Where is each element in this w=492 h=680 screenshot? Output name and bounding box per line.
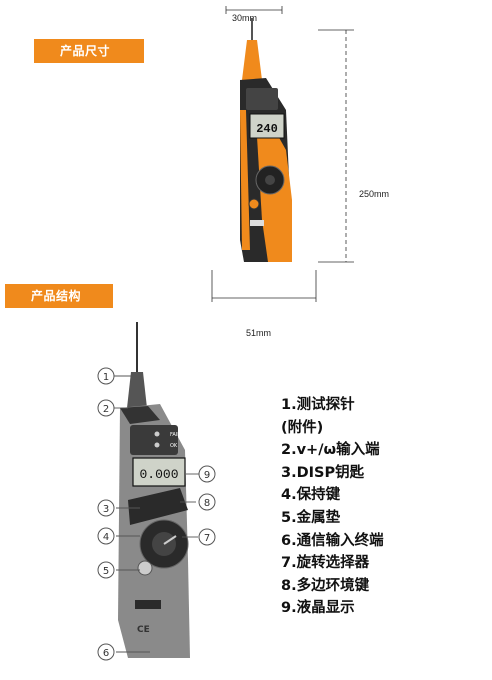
feature-list: 1.测试探针 (附件) 2.v+/ω输入端 3.DISP钥匙 4.保持键 5.金… bbox=[281, 394, 384, 620]
callout-6: 6 bbox=[97, 643, 115, 661]
feature-item: 7.旋转选择器 bbox=[281, 555, 370, 572]
label-fail: FAIL bbox=[170, 432, 180, 438]
dimension-diagram: 240 bbox=[211, 6, 354, 302]
feature-item: 2.v+/ω输入端 bbox=[281, 442, 380, 459]
ce-mark: CE bbox=[137, 625, 150, 635]
dimension-width-bottom: 51mm bbox=[246, 328, 272, 338]
feature-item: 9.液晶显示 bbox=[281, 600, 355, 617]
callout-2: 2 bbox=[97, 399, 115, 417]
callout-5: 5 bbox=[97, 561, 115, 579]
device-image-bottom: FAIL OK 0.000 CE bbox=[118, 322, 190, 658]
feature-item: 1.测试探针 bbox=[281, 397, 355, 413]
callout-label: 4 bbox=[103, 532, 109, 543]
label-ok: OK bbox=[170, 443, 178, 449]
callout-9: 9 bbox=[198, 465, 216, 483]
callout-1: 1 bbox=[97, 367, 115, 385]
feature-item: (附件) bbox=[281, 419, 324, 436]
callout-8: 8 bbox=[198, 493, 216, 511]
callout-7: 7 bbox=[198, 528, 216, 546]
callout-label: 3 bbox=[103, 504, 109, 515]
callout-label: 5 bbox=[103, 566, 109, 577]
callout-label: 7 bbox=[204, 533, 210, 544]
section-title-size: 产品尺寸 bbox=[34, 39, 144, 63]
dimension-line-bottom bbox=[211, 270, 317, 302]
callout-leaders bbox=[114, 375, 200, 653]
feature-item: 4.保持键 bbox=[281, 487, 341, 504]
callout-label: 8 bbox=[204, 498, 210, 509]
dimension-height: 250mm bbox=[359, 189, 390, 199]
callout-label: 9 bbox=[204, 470, 210, 481]
feature-item: 3.DISP钥匙 bbox=[281, 464, 365, 481]
device-image-top: 240 bbox=[240, 18, 292, 262]
dimension-width-top: 30mm bbox=[232, 13, 258, 23]
feature-item: 6.通信输入终端 bbox=[281, 532, 384, 549]
callout-label: 6 bbox=[103, 648, 109, 659]
section-title-structure: 产品结构 bbox=[5, 284, 113, 308]
callout-label: 1 bbox=[103, 372, 109, 383]
callout-label: 2 bbox=[103, 404, 109, 415]
dimension-line-height bbox=[318, 29, 354, 263]
feature-item: 5.金属垫 bbox=[281, 509, 341, 526]
dimension-line-top bbox=[225, 6, 283, 14]
callout-3: 3 bbox=[97, 499, 115, 517]
lcd-reading-small: 240 bbox=[256, 122, 278, 136]
feature-item: 8.多边环境键 bbox=[281, 577, 370, 594]
callout-4: 4 bbox=[97, 527, 115, 545]
lcd-reading-large: 0.000 bbox=[139, 467, 178, 482]
